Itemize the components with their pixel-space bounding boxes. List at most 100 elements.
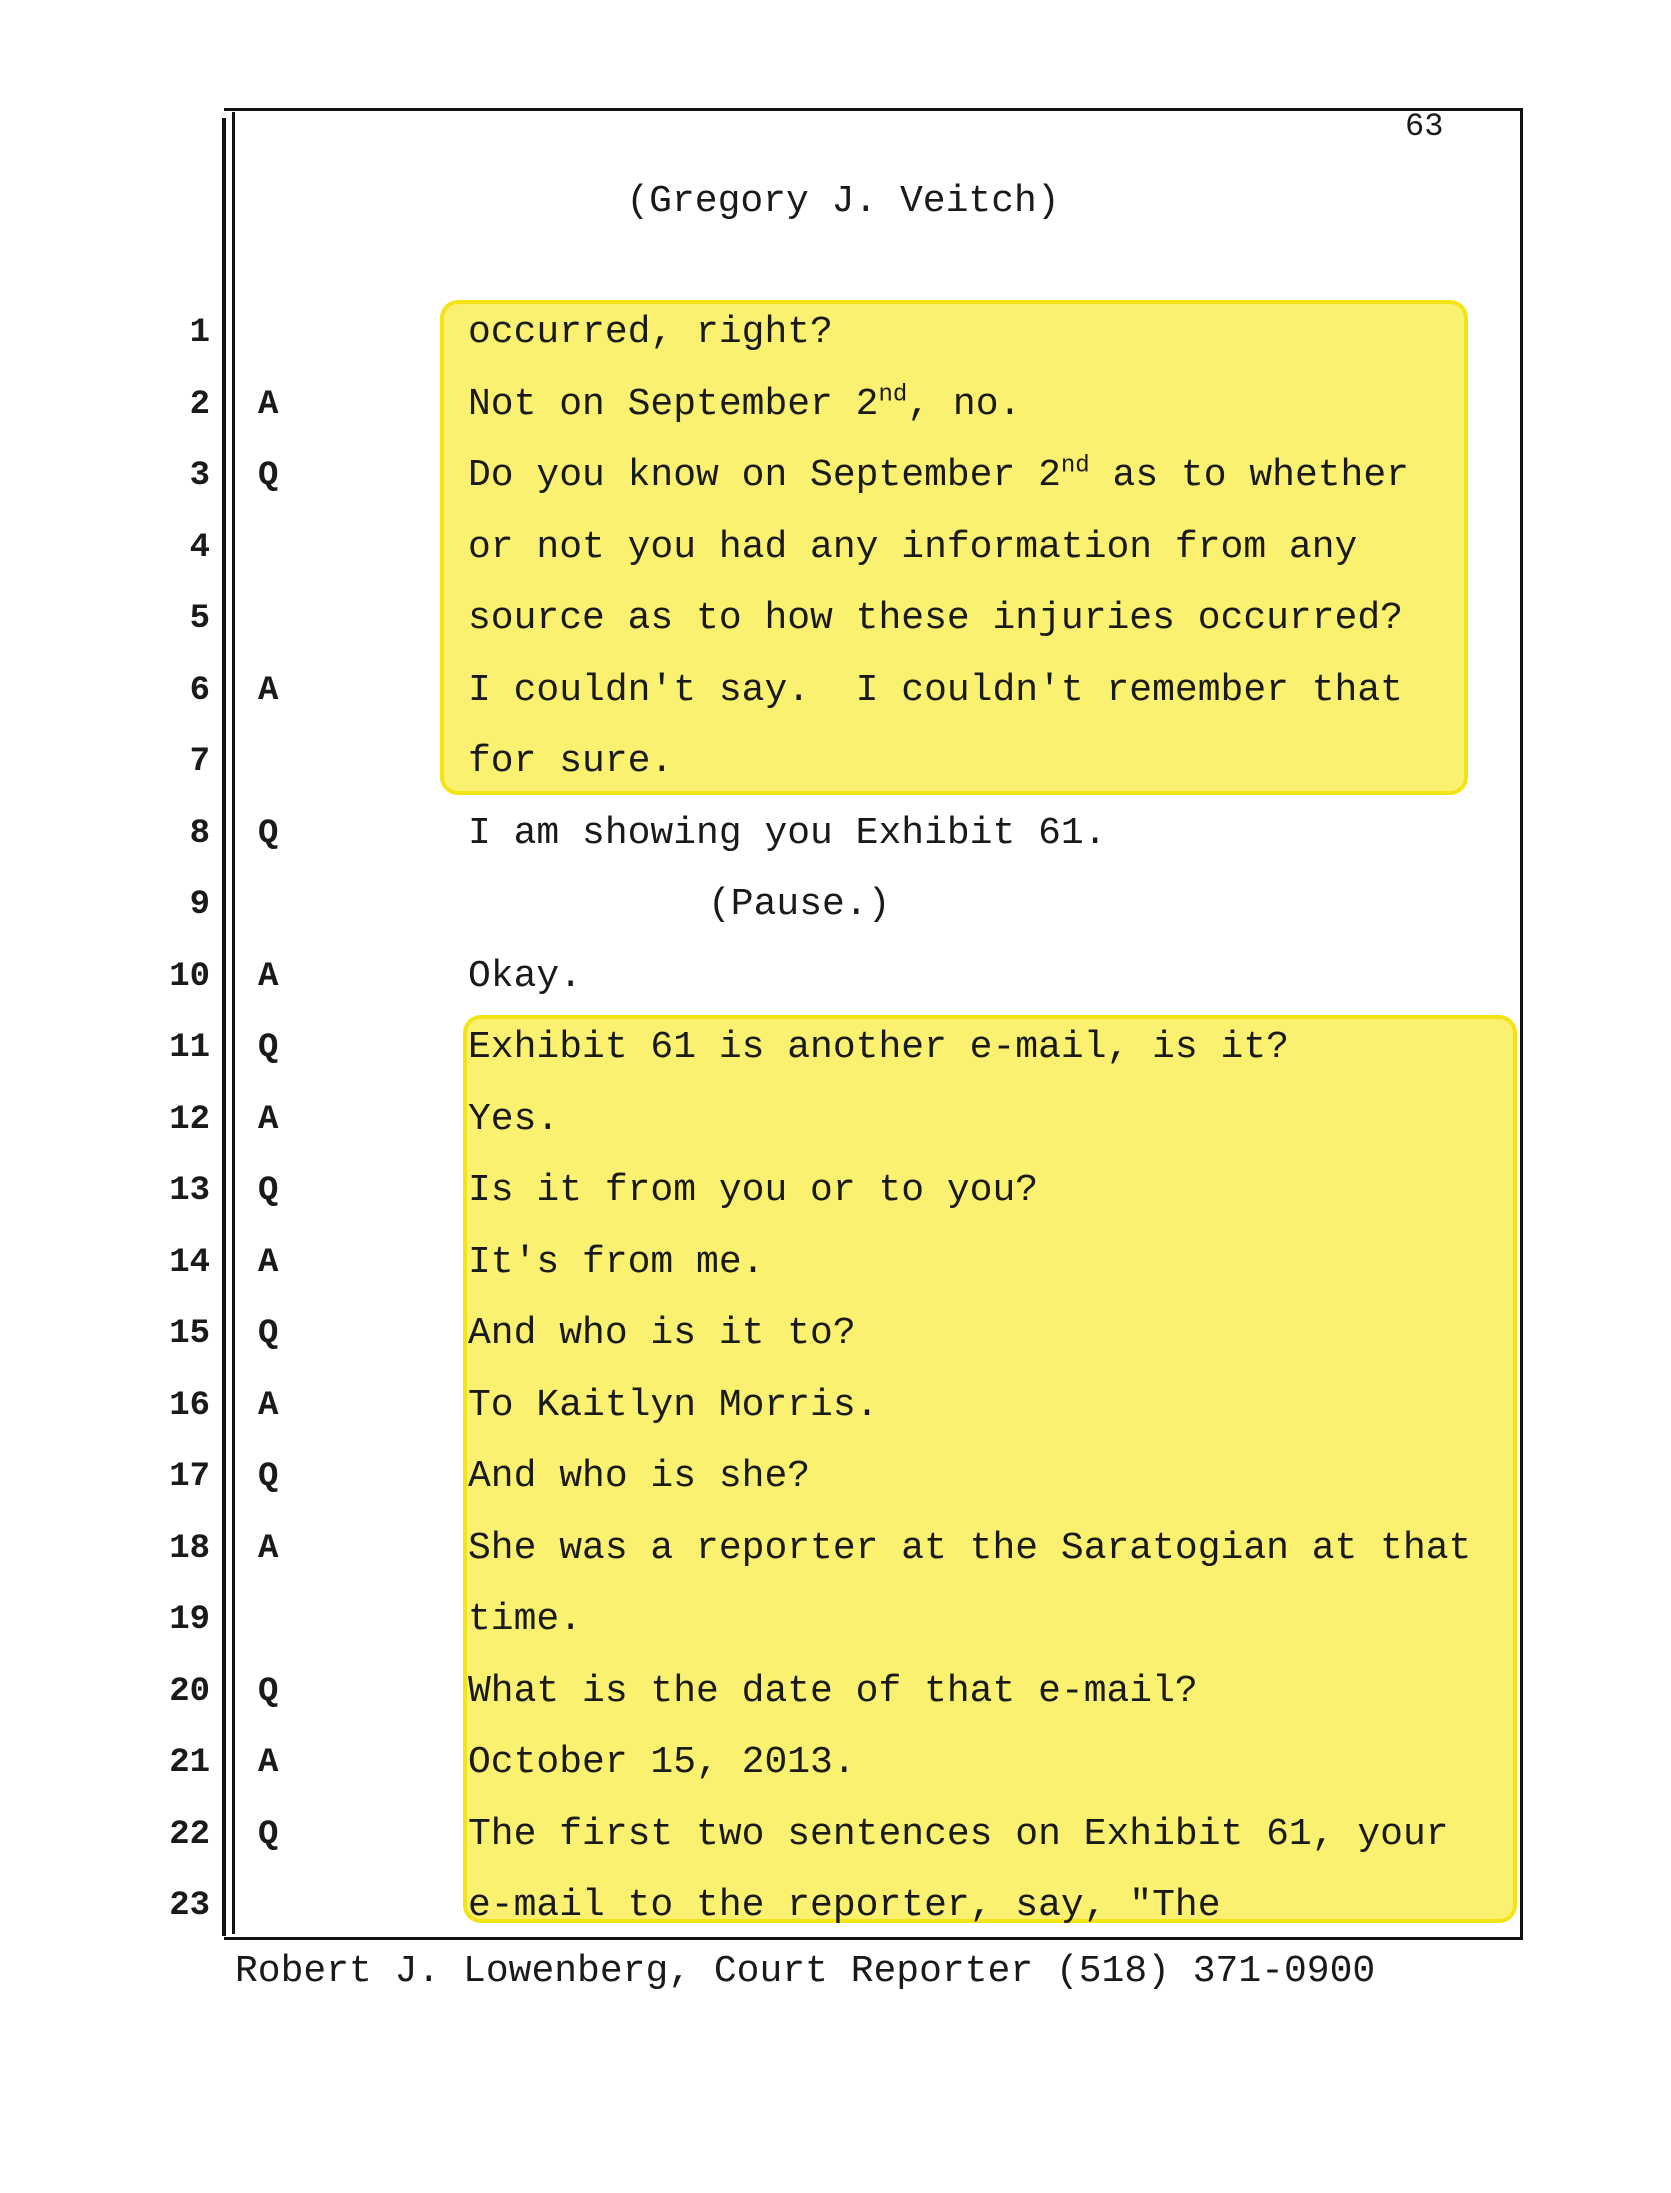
line-text: or not you had any information from any xyxy=(468,518,1357,578)
page-number: 63 xyxy=(1405,108,1444,145)
text: for sure. xyxy=(468,740,674,783)
line-number: 17 xyxy=(169,1458,210,1496)
line-text: (Pause.) xyxy=(708,875,890,935)
line-text: It's from me. xyxy=(468,1233,764,1293)
line-text: e-mail to the reporter, say, "The xyxy=(468,1876,1221,1936)
line-text: source as to how these injuries occurred… xyxy=(468,589,1403,649)
text: And who is she? xyxy=(468,1455,811,1498)
line-number: 3 xyxy=(189,457,210,495)
line-number: 7 xyxy=(189,743,210,781)
speaker-label: Q xyxy=(258,457,279,495)
transcript-line: 7 for sure. xyxy=(0,732,1671,792)
text: Not on September 2 xyxy=(468,382,879,426)
line-number: 22 xyxy=(169,1815,210,1854)
transcript-line: 2 A Not on September 2nd, no. xyxy=(0,375,1671,435)
text: source as to how these injuries occurred… xyxy=(468,597,1403,640)
line-number: 8 xyxy=(189,814,210,853)
line-number: 13 xyxy=(169,1172,210,1210)
line-text: Exhibit 61 is another e-mail, is it? xyxy=(468,1018,1289,1078)
text: It's from me. xyxy=(468,1240,765,1284)
transcript-line: 12 A Yes. xyxy=(0,1090,1671,1150)
text: Yes. xyxy=(468,1097,560,1141)
transcript-line: 20 Q What is the date of that e-mail? xyxy=(0,1662,1671,1722)
line-number: 11 xyxy=(169,1029,210,1067)
speaker-label: A xyxy=(258,671,279,710)
speaker-label: A xyxy=(258,385,279,424)
speaker-label: Q xyxy=(258,1315,279,1353)
transcript-line: 18 A She was a reporter at the Saratogian … xyxy=(0,1519,1671,1579)
transcript-line: 23 e-mail to the reporter, say, "The xyxy=(0,1876,1671,1936)
line-text: time. xyxy=(468,1590,582,1650)
superscript: nd xyxy=(1060,452,1090,480)
line-number: 2 xyxy=(189,385,210,424)
text: I couldn't say. I couldn't remember that xyxy=(468,668,1403,712)
transcript-line: 17 Q And who is she? xyxy=(0,1447,1671,1507)
line-number: 15 xyxy=(169,1315,210,1353)
text: e-mail to the reporter, say, "The xyxy=(468,1884,1221,1927)
text: , no. xyxy=(907,382,1022,426)
line-text: To Kaitlyn Morris. xyxy=(468,1376,878,1436)
text: time. xyxy=(468,1598,583,1641)
text: To Kaitlyn Morris. xyxy=(468,1383,879,1427)
line-number: 19 xyxy=(169,1601,210,1639)
text: occurred, right? xyxy=(468,311,833,354)
page-border xyxy=(224,108,1523,1940)
transcript-line: 22 Q The first two sentences on Exhibit 61… xyxy=(0,1805,1671,1865)
speaker-label: Q xyxy=(258,1458,279,1496)
text: The first two sentences on Exhibit 61, y… xyxy=(468,1812,1449,1856)
text: Okay. xyxy=(468,954,583,998)
text: What is the date of that e-mail? xyxy=(468,1669,1198,1713)
text: Is it from you or to you? xyxy=(468,1169,1039,1212)
speaker-label: A xyxy=(258,1100,279,1139)
line-text: Yes. xyxy=(468,1090,559,1150)
text: I am showing you Exhibit 61. xyxy=(468,811,1107,855)
line-text: October 15, 2013. xyxy=(468,1733,856,1793)
line-text: occurred, right? xyxy=(468,303,833,363)
speaker-label: A xyxy=(258,957,279,996)
line-text: Okay. xyxy=(468,947,582,1007)
text: She was a reporter at the Saratogian at … xyxy=(468,1526,1472,1570)
line-text: The first two sentences on Exhibit 61, y… xyxy=(468,1805,1449,1865)
line-text: What is the date of that e-mail? xyxy=(468,1662,1198,1722)
speaker-label: Q xyxy=(258,1672,279,1711)
line-text: She was a reporter at the Saratogian at … xyxy=(468,1519,1471,1579)
speaker-label: Q xyxy=(258,1029,279,1067)
text: (Pause.) xyxy=(708,883,891,926)
speaker-label: A xyxy=(258,1529,279,1568)
court-reporter-footer: Robert J. Lowenberg, Court Reporter (518… xyxy=(235,1950,1376,1993)
superscript: nd xyxy=(878,380,908,408)
line-number: 12 xyxy=(169,1100,210,1139)
transcript-line: 21 A October 15, 2013. xyxy=(0,1733,1671,1793)
transcript-line: 19 time. xyxy=(0,1590,1671,1650)
speaker-label: Q xyxy=(258,1815,279,1854)
line-number: 16 xyxy=(169,1386,210,1425)
speaker-label: Q xyxy=(258,1172,279,1210)
text: Exhibit 61 is another e-mail, is it? xyxy=(468,1026,1289,1069)
line-number: 4 xyxy=(189,528,210,567)
margin-rule xyxy=(222,118,226,1936)
line-number: 14 xyxy=(169,1243,210,1282)
text: October 15, 2013. xyxy=(468,1741,856,1784)
line-number: 1 xyxy=(189,314,210,352)
line-text: Is it from you or to you? xyxy=(468,1161,1038,1221)
transcript-line: 4 or not you had any information from any xyxy=(0,518,1671,578)
transcript-line: 3 Q Do you know on September 2nd as to whe… xyxy=(0,446,1671,506)
highlight-block xyxy=(440,300,1468,795)
transcript-line: 9 (Pause.) xyxy=(0,875,1671,935)
transcript-line: 13 Q Is it from you or to you? xyxy=(0,1161,1671,1221)
line-number: 18 xyxy=(169,1529,210,1568)
line-number: 20 xyxy=(169,1672,210,1711)
speaker-label: A xyxy=(258,1744,279,1782)
line-number: 21 xyxy=(169,1744,210,1782)
text: And who is it to? xyxy=(468,1312,856,1355)
line-number: 9 xyxy=(189,886,210,924)
transcript-line: 1 occurred, right? xyxy=(0,303,1671,363)
speaker-label: A xyxy=(258,1243,279,1282)
line-text: Do you know on September 2nd as to wheth… xyxy=(468,446,1409,506)
line-number: 23 xyxy=(169,1887,210,1925)
